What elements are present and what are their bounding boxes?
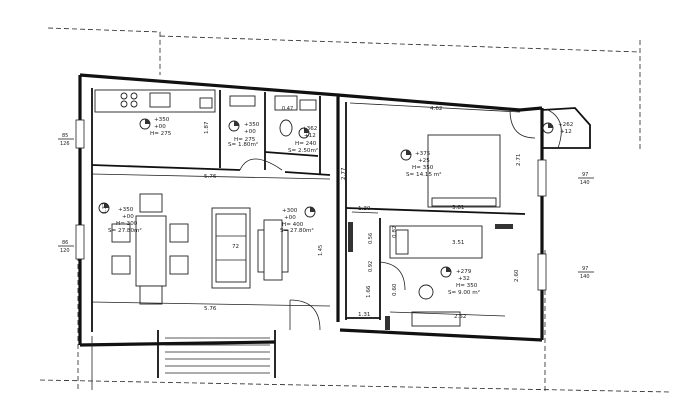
dimension-label: 3.81 xyxy=(452,205,465,211)
bath-small-subelevation: +00 xyxy=(244,129,256,135)
dimension-label: 2.52 xyxy=(454,314,466,320)
dimension-label: 1.32 xyxy=(102,203,108,214)
living-entry-height: H= 400 xyxy=(282,222,304,228)
bedroom2-area: S= 9.00 m² xyxy=(448,289,480,296)
bedroom-subelevation: +25 xyxy=(418,158,430,164)
living-entry-elevation: +300 xyxy=(282,208,298,214)
window-height: 126 xyxy=(60,141,70,147)
doors xyxy=(239,109,536,331)
radiator xyxy=(385,316,390,330)
dimension-label: 5.76 xyxy=(204,306,217,312)
dimension-label: 1.87 xyxy=(204,121,210,134)
dimension-label: 1.30 xyxy=(358,206,371,212)
sofa xyxy=(211,207,289,289)
bathroom-fixtures xyxy=(229,95,317,137)
bath-area: S= 2.50m² xyxy=(288,147,318,154)
kitchen-height: H= 275 xyxy=(150,131,172,137)
desk xyxy=(411,284,461,327)
dimension-label: 1.45 xyxy=(318,245,324,256)
living-subelevation: +00 xyxy=(122,214,134,220)
bath-elevation: +362 xyxy=(302,126,317,132)
window-width: 97 xyxy=(582,266,588,272)
window-height: 140 xyxy=(580,274,590,280)
dimension-label: 0.56 xyxy=(368,233,374,244)
balcony-elevation: +262 xyxy=(558,122,573,128)
stairs xyxy=(91,330,276,390)
radiator xyxy=(495,224,513,229)
dimension-label: 4.62 xyxy=(430,106,442,112)
bedroom2-height: H= 350 xyxy=(456,283,478,289)
bath-height: H= 240 xyxy=(295,141,317,147)
dimension-label: 72 xyxy=(232,244,239,250)
window-width: 85 xyxy=(62,133,68,139)
dimension-label: 0.82 xyxy=(392,226,398,238)
double-bed xyxy=(427,134,501,208)
dimension-label: 5.76 xyxy=(204,174,217,180)
dimension-label: 0.60 xyxy=(392,283,398,296)
balcony xyxy=(541,107,591,149)
radiator xyxy=(348,222,353,252)
bedroom-area: S= 14.15 m² xyxy=(406,171,442,178)
living-height: H= 300 xyxy=(116,221,138,227)
window-height: 140 xyxy=(580,180,590,186)
single-bed xyxy=(389,225,483,259)
window-width: 97 xyxy=(582,172,588,178)
dimension-label: 2.77 xyxy=(341,167,347,180)
bedroom2-elevation: +279 xyxy=(456,269,472,275)
living-elevation: +350 xyxy=(118,207,134,213)
dimension-lines xyxy=(91,102,521,317)
bedroom2-subelevation: +32 xyxy=(458,276,470,282)
window-height: 120 xyxy=(60,248,70,254)
bedroom-height: H= 350 xyxy=(412,165,434,171)
bath-small-elevation: +350 xyxy=(244,122,260,128)
window-width: 86 xyxy=(62,240,68,246)
kitchen-elevation: +350 xyxy=(154,117,170,123)
level-markers xyxy=(98,118,554,278)
balcony-subelevation: +12 xyxy=(560,129,572,135)
dimension-label: 2.60 xyxy=(514,269,520,282)
dimension-label: 2.71 xyxy=(516,153,522,166)
kitchen-counter xyxy=(94,89,216,113)
bath-small-area: S= 1.80m² xyxy=(228,141,258,148)
bath-subelevation: +12 xyxy=(304,133,316,139)
dimension-label: 3.51 xyxy=(452,240,465,246)
window-openings xyxy=(75,119,547,291)
living-entry-area: S= 27.80m² xyxy=(280,227,314,234)
dimension-label: 0.92 xyxy=(368,261,374,272)
kitchen-subelevation: +00 xyxy=(154,124,166,130)
interior-walls xyxy=(91,90,526,320)
living-area: S= 27.80m² xyxy=(108,227,142,234)
exterior-walls xyxy=(78,73,544,347)
living-entry-subelevation: +00 xyxy=(284,215,296,221)
dining-table xyxy=(111,193,189,305)
dimension-label: 0.47 xyxy=(282,106,293,112)
bedroom-elevation: +375 xyxy=(415,151,431,157)
dimension-label: 1.66 xyxy=(366,285,372,298)
property-boundary xyxy=(39,27,671,393)
dimension-label: 1.31 xyxy=(358,312,371,318)
bath-small-height: H= 275 xyxy=(234,137,256,143)
